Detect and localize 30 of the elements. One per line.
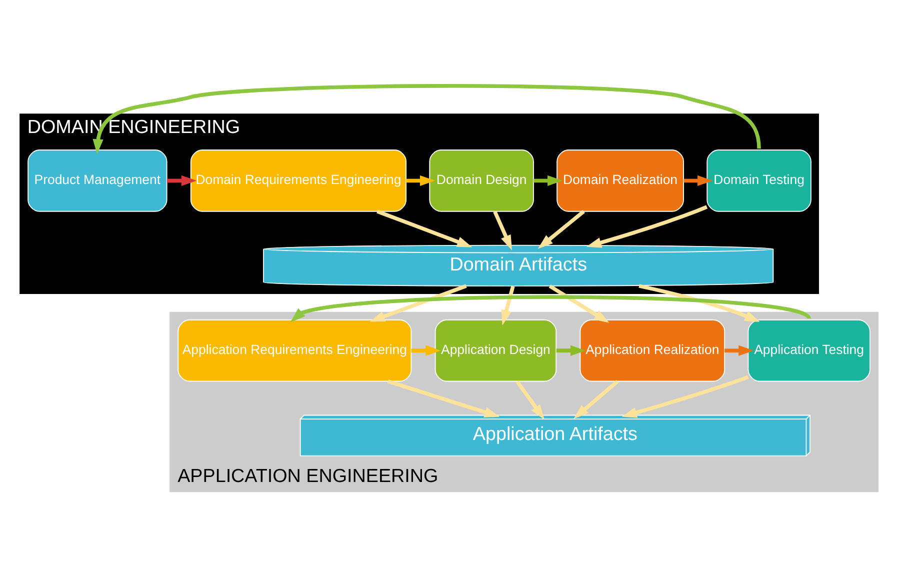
arrow — [370, 284, 467, 322]
arrow — [586, 205, 708, 248]
arrow — [516, 380, 544, 420]
node-box: Domain Requirements Engineering — [190, 150, 407, 212]
arrow — [501, 286, 515, 326]
arrow — [411, 345, 441, 356]
node-box: Application Design — [434, 319, 557, 382]
arrow — [556, 345, 586, 356]
node-box: Application Requirements Engineering — [178, 319, 412, 382]
arrow — [166, 175, 197, 186]
arrow — [290, 295, 810, 322]
arrow — [406, 175, 436, 186]
node-box: Domain Design — [429, 150, 534, 212]
node-box: Domain Testing — [706, 150, 812, 212]
node-box: Product Management — [28, 150, 168, 212]
arrow — [376, 210, 472, 248]
arrow — [574, 380, 619, 419]
arrow — [534, 175, 563, 186]
arrow — [724, 345, 754, 356]
arrow — [638, 284, 760, 322]
arrow — [538, 210, 585, 249]
arrow — [622, 375, 749, 418]
node-box: Domain Realization — [556, 150, 684, 212]
arrow — [684, 175, 713, 186]
node-box: Application Testing — [748, 319, 870, 382]
arrow — [548, 284, 610, 323]
arrow — [493, 210, 512, 250]
arrow — [387, 379, 500, 418]
arrow — [92, 84, 761, 154]
node-box: Application Realization — [580, 319, 726, 382]
